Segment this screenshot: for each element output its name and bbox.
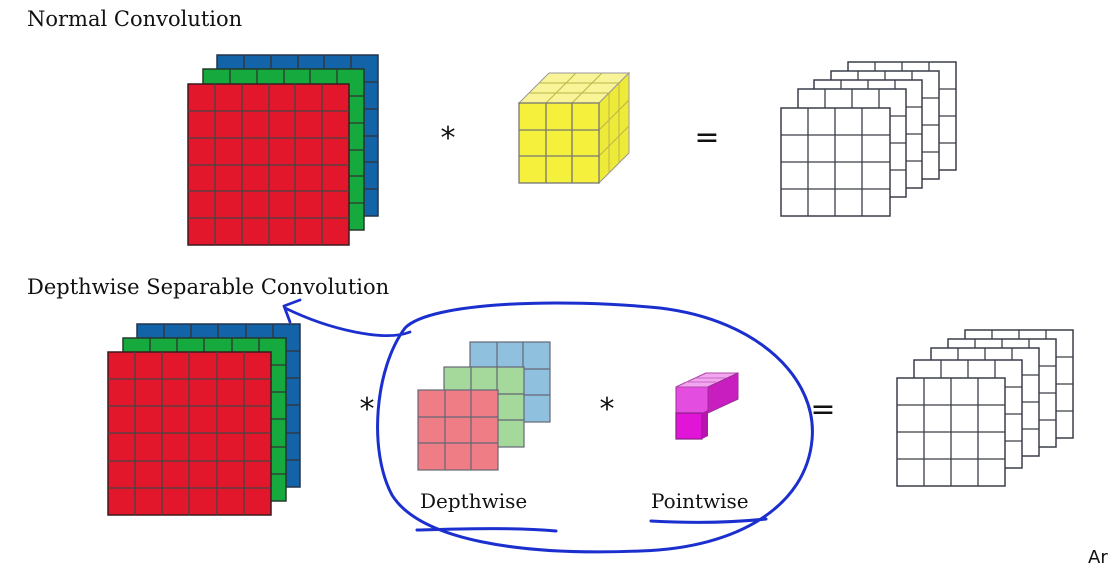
depthwise-separable-title: Depthwise Separable Convolution xyxy=(27,275,389,299)
equals-operator-2: = xyxy=(810,392,835,427)
input-channel-red xyxy=(187,83,350,246)
pointwise-underline xyxy=(649,517,768,524)
pointwise-filter-1x1 xyxy=(675,372,739,440)
input-channel-red xyxy=(107,351,272,516)
output-volume-depthwise xyxy=(896,329,1074,487)
input-volume-normal xyxy=(187,54,379,246)
output-volume-normal xyxy=(780,61,957,217)
arrow-to-title-line xyxy=(283,306,412,337)
pointwise-label: Pointwise xyxy=(651,489,749,513)
depthwise-filters xyxy=(417,341,551,471)
corner-text: Ar xyxy=(1088,547,1108,568)
multiply-operator-1: * xyxy=(360,392,375,427)
depthwise-underline xyxy=(415,527,558,533)
input-volume-depthwise xyxy=(107,323,301,516)
depthwise-filter-red xyxy=(417,389,499,471)
normal-convolution-title: Normal Convolution xyxy=(27,7,242,31)
handwritten-annotations xyxy=(282,298,814,554)
enclosing-loop xyxy=(376,301,814,554)
depthwise-label: Depthwise xyxy=(420,489,527,513)
filter-cube-3x3x3 xyxy=(517,71,631,185)
multiply-operator: * xyxy=(441,121,456,156)
multiply-operator-2: * xyxy=(600,392,615,427)
arrow-to-title-head xyxy=(282,298,302,324)
equals-operator: = xyxy=(694,120,719,155)
